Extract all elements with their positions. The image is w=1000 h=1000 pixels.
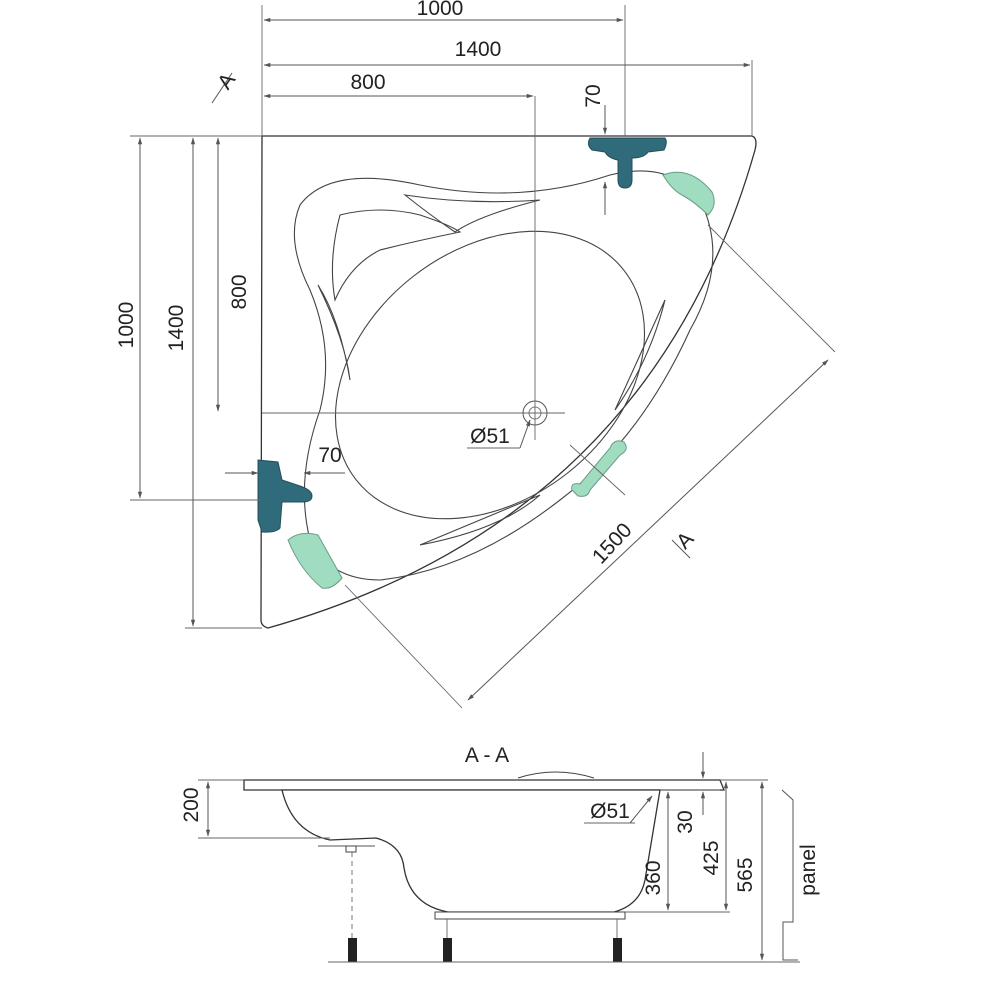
section-rim	[243, 779, 725, 791]
armrest-top	[331, 209, 462, 302]
label-panel: panel	[797, 844, 820, 895]
dim-diag-1500: 1500	[588, 519, 637, 569]
dim-section-565: 565	[734, 857, 757, 892]
dim-section-200: 200	[180, 787, 203, 822]
headrest-left-icon	[287, 532, 343, 589]
headrest-top-icon	[662, 171, 715, 216]
section-panel	[781, 789, 798, 961]
dim-section-30: 30	[674, 810, 697, 833]
section-legs	[348, 852, 622, 962]
armrest-left-slot	[317, 284, 351, 381]
dim-top-1000: 1000	[417, 0, 464, 20]
dim-section-drain: Ø51	[590, 800, 630, 823]
tub-outline	[260, 135, 757, 629]
dim-left-1000: 1000	[115, 302, 138, 349]
dim-section-360: 360	[642, 860, 665, 895]
dim-mid-70: 70	[318, 444, 341, 467]
dim-left-1400: 1400	[165, 305, 188, 352]
dim-drain: Ø51	[470, 425, 510, 448]
section-body	[281, 789, 661, 913]
faucet-top-icon	[587, 137, 667, 189]
dim-section-425: 425	[700, 840, 723, 875]
dim-top-1400: 1400	[455, 38, 502, 61]
section-base	[434, 911, 626, 920]
dim-top-70: 70	[582, 84, 605, 107]
dim-top-800: 800	[350, 71, 385, 94]
plan-view: 1000 1400 800 70 A 1000 1400 800 70	[115, 0, 836, 709]
section-view: A - A 200 Ø51	[180, 744, 820, 963]
armrest-top-slot	[403, 194, 541, 233]
faucet-left-icon	[257, 459, 313, 533]
section-mark-a-top: A	[213, 69, 240, 94]
section-title: A - A	[465, 744, 509, 767]
dim-left-800: 800	[228, 274, 251, 309]
section-mark-a-bottom: A	[672, 528, 698, 554]
